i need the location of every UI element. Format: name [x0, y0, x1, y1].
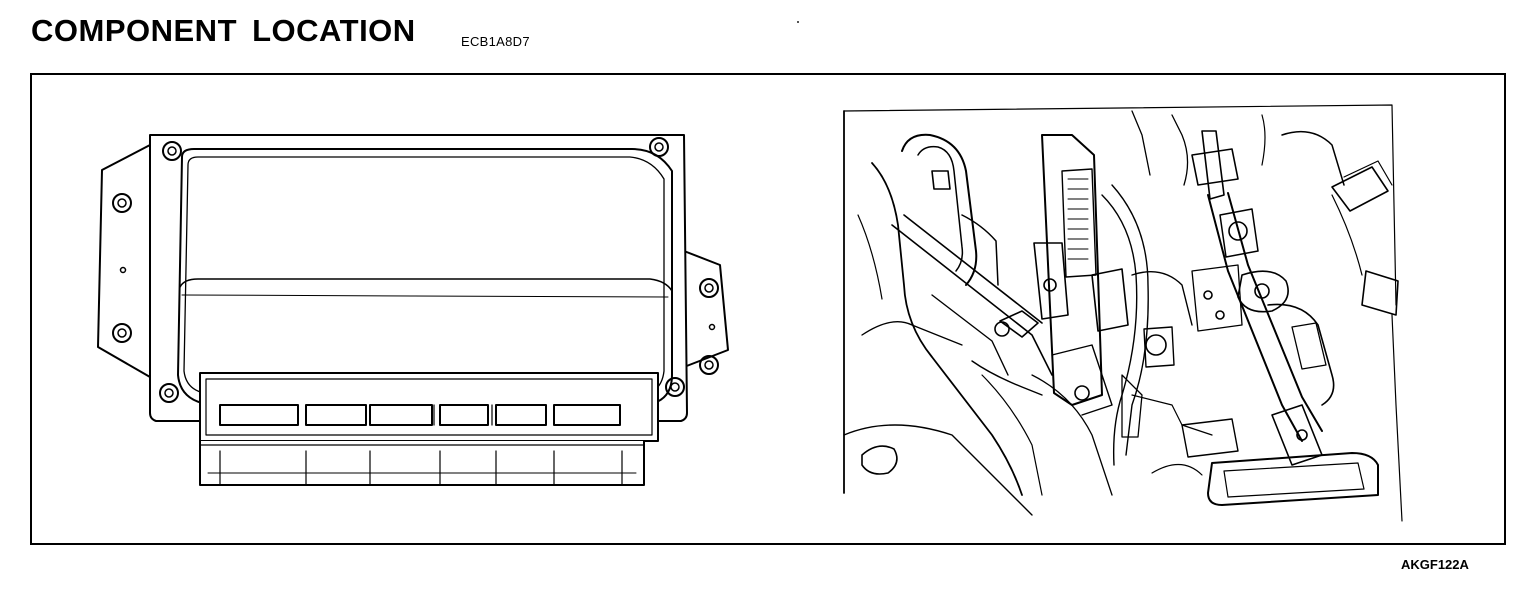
page-title: COMPONENT LOCATION	[31, 13, 416, 48]
figure-id: AKGF122A	[1401, 557, 1469, 572]
installation-location-view	[843, 104, 1403, 522]
scan-speck	[797, 21, 799, 23]
ecm-unit-drawing	[97, 134, 729, 486]
document-code: ECB1A8D7	[461, 34, 530, 49]
figure-frame	[30, 73, 1506, 545]
